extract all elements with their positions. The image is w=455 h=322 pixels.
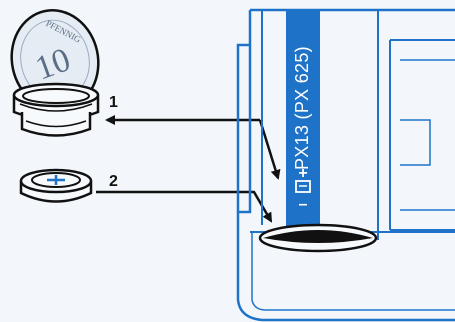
polarity-plus: + [298,165,307,182]
battery-label-strip [286,10,320,232]
arrow-step-2 [96,190,273,223]
camera-body [236,8,455,322]
battery-polarity-symbol [295,180,311,193]
polarity-minus: – [299,196,308,213]
battery-slot [258,223,378,253]
callout-step-1: 1 [109,94,118,111]
battery-type-label: PX13 (PX 625) [292,46,312,170]
button-cell [19,168,93,203]
callout-step-2: 2 [109,173,118,190]
battery-cover [12,82,100,137]
